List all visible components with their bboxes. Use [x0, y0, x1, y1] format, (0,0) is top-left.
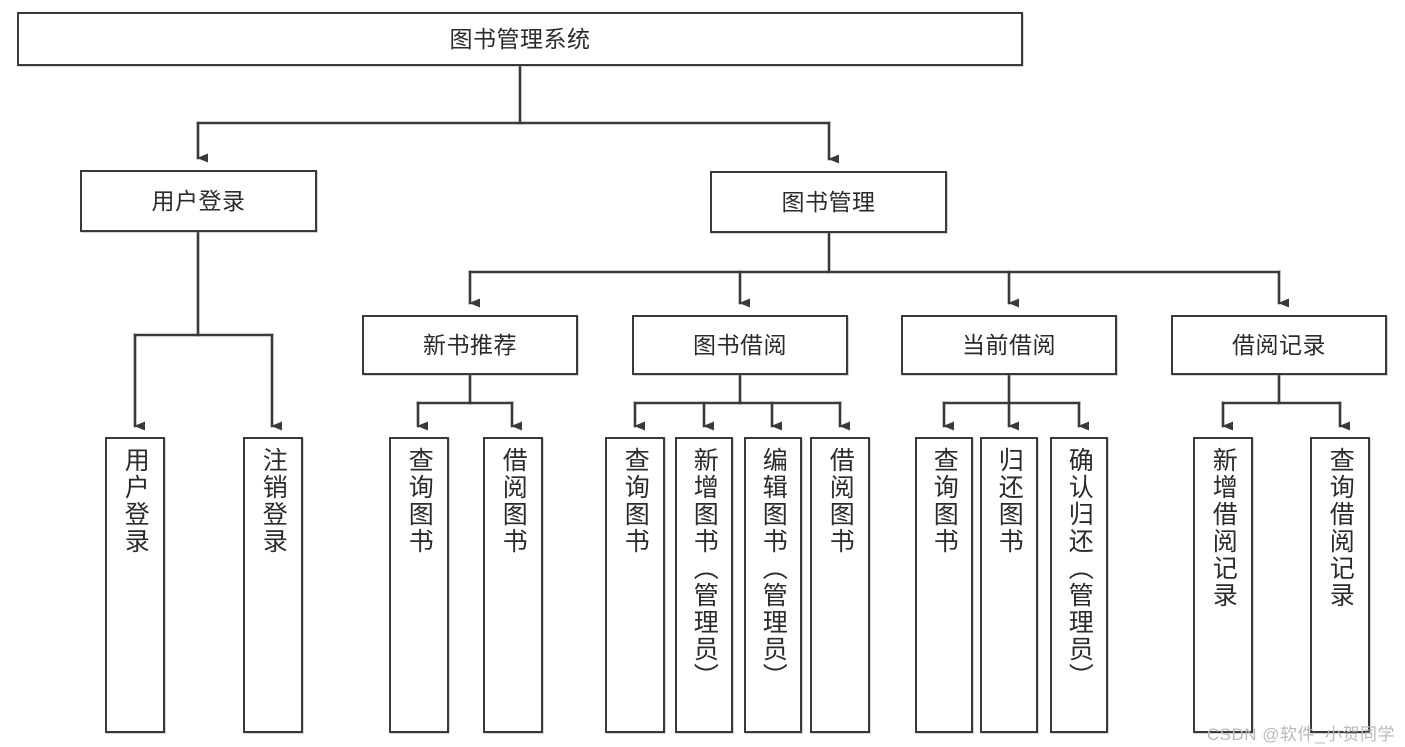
csdn-watermark: CSDN @软件_小贺同学	[1206, 725, 1395, 744]
node-leaf-borrow-book-1-label: 借阅图书	[499, 447, 528, 555]
node-book-borrow-label: 图书借阅	[693, 331, 787, 358]
node-leaf-borrow-book-2-label: 借阅图书	[826, 447, 855, 555]
node-leaf-logout-login-label: 注销登录	[259, 447, 288, 555]
node-leaf-add-book-label: 新增图书（管理员）	[690, 447, 719, 690]
node-leaf-return-book[interactable]: 归还图书	[980, 437, 1038, 733]
node-current-borrow[interactable]: 当前借阅	[901, 315, 1117, 375]
node-leaf-user-login-label: 用户登录	[121, 447, 150, 555]
node-leaf-query-record[interactable]: 查询借阅记录	[1310, 437, 1370, 733]
node-leaf-confirm-return[interactable]: 确认归还（管理员）	[1050, 437, 1108, 733]
node-root[interactable]: 图书管理系统	[17, 12, 1023, 66]
node-leaf-user-login[interactable]: 用户登录	[105, 437, 165, 733]
node-leaf-query-book-1-label: 查询图书	[405, 447, 434, 555]
node-leaf-borrow-book-1[interactable]: 借阅图书	[483, 437, 543, 733]
node-leaf-query-record-label: 查询借阅记录	[1326, 447, 1355, 609]
node-leaf-add-record[interactable]: 新增借阅记录	[1193, 437, 1253, 733]
node-leaf-query-book-2[interactable]: 查询图书	[605, 437, 665, 733]
node-user-login-label: 用户登录	[151, 187, 246, 214]
node-leaf-edit-book-label: 编辑图书（管理员）	[759, 447, 788, 690]
node-leaf-query-book-1[interactable]: 查询图书	[389, 437, 449, 733]
node-user-login[interactable]: 用户登录	[80, 170, 317, 232]
node-root-label: 图书管理系统	[449, 25, 591, 52]
node-borrow-record[interactable]: 借阅记录	[1171, 315, 1387, 375]
node-leaf-borrow-book-2[interactable]: 借阅图书	[810, 437, 870, 733]
node-borrow-record-label: 借阅记录	[1232, 331, 1326, 358]
node-new-book-recommend[interactable]: 新书推荐	[362, 315, 578, 375]
node-book-manage-label: 图书管理	[781, 188, 876, 215]
node-book-manage[interactable]: 图书管理	[710, 171, 947, 233]
node-leaf-query-book-3-label: 查询图书	[930, 447, 959, 555]
node-leaf-logout-login[interactable]: 注销登录	[243, 437, 303, 733]
node-leaf-query-book-2-label: 查询图书	[621, 447, 650, 555]
node-leaf-return-book-label: 归还图书	[995, 447, 1024, 555]
node-leaf-edit-book[interactable]: 编辑图书（管理员）	[744, 437, 802, 733]
node-leaf-add-book[interactable]: 新增图书（管理员）	[675, 437, 733, 733]
node-book-borrow[interactable]: 图书借阅	[632, 315, 848, 375]
node-new-book-recommend-label: 新书推荐	[423, 331, 517, 358]
node-leaf-confirm-return-label: 确认归还（管理员）	[1065, 447, 1094, 690]
node-current-borrow-label: 当前借阅	[962, 331, 1056, 358]
node-leaf-add-record-label: 新增借阅记录	[1209, 447, 1238, 609]
node-leaf-query-book-3[interactable]: 查询图书	[915, 437, 973, 733]
